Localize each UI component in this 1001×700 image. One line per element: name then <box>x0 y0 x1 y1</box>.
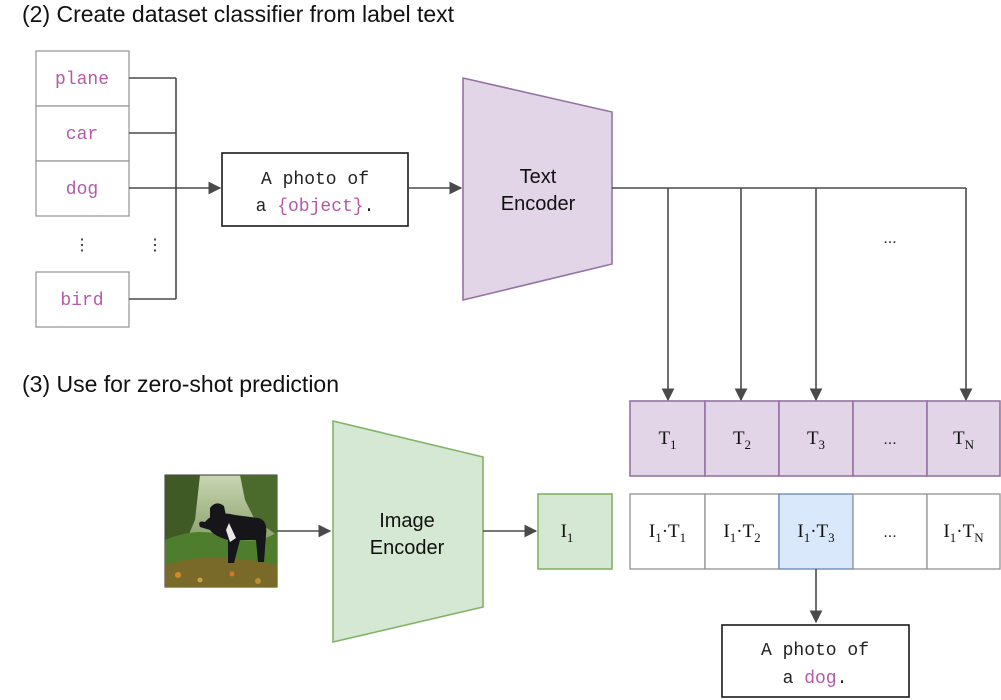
step3-heading: (3) Use for zero-shot prediction <box>22 371 339 397</box>
prediction-box <box>721 624 910 698</box>
predicted-label: dog <box>804 669 836 689</box>
similarity-cell <box>852 493 928 570</box>
label-car: car <box>66 125 98 145</box>
similarity-cell-highlighted <box>778 493 854 570</box>
connector-ellipsis: ⋮ <box>147 237 163 254</box>
prompt-line1: A photo of <box>261 170 369 190</box>
prompt-line2: a {object}. <box>256 197 375 217</box>
text-embedding-cell <box>778 400 854 477</box>
dog-photo <box>164 474 278 588</box>
label-cell-dog <box>35 160 130 217</box>
text-encoder-block <box>462 76 613 302</box>
similarity-cell <box>926 493 1001 570</box>
text-embedding-cell <box>704 400 780 477</box>
label-list: plane car dog bird ⋮ ⋮ <box>35 50 163 328</box>
text-embedding-ellipsis: ... <box>883 431 896 448</box>
image-encoder-block <box>332 419 484 644</box>
label-ellipsis: ⋮ <box>74 237 90 254</box>
text-embedding-cell <box>629 400 706 477</box>
arrow-ellipsis: ... <box>883 230 896 247</box>
label-plane: plane <box>55 70 109 90</box>
similarity-ellipsis: ... <box>883 524 896 541</box>
label-cell-plane <box>35 50 130 107</box>
similarity-cell <box>704 493 780 570</box>
prediction-line2: a dog. <box>783 669 848 689</box>
label-dog: dog <box>66 180 98 200</box>
image-embedding-box <box>537 493 613 570</box>
prompt-template-box <box>221 152 409 227</box>
text-embedding-cell <box>852 400 928 477</box>
step2-heading: (2) Create dataset classifier from label… <box>22 1 455 27</box>
label-connectors <box>129 77 222 300</box>
label-bird: bird <box>60 291 103 311</box>
text-encoder-label-1: Text <box>520 166 557 188</box>
image-encoder-label-2: Encoder <box>370 537 445 559</box>
similarity-label: I1·T1 <box>649 521 686 545</box>
similarity-label: I1·T2 <box>723 521 760 545</box>
object-placeholder: {object} <box>277 197 363 217</box>
text-embedding-arrows: ... <box>612 187 973 402</box>
prediction-line1: A photo of <box>761 641 869 661</box>
text-encoder-label-2: Encoder <box>501 193 576 215</box>
label-cell-car <box>35 105 130 162</box>
text-embedding-cell <box>926 400 1001 477</box>
image-encoder-label-1: Image <box>379 510 435 532</box>
